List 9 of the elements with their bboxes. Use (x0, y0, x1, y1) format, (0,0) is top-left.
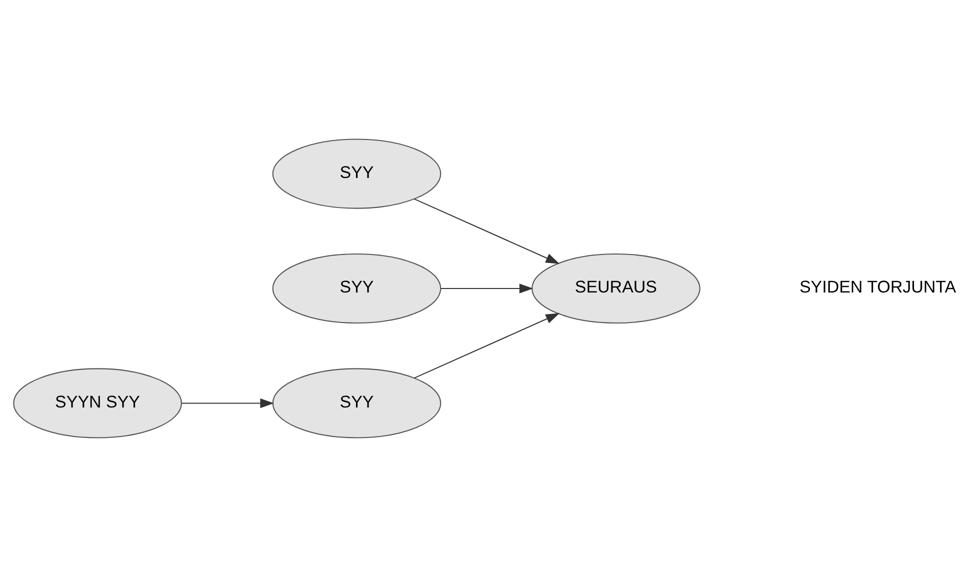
arrow (414, 313, 560, 379)
node-ellipse: SYY (272, 253, 442, 324)
arrow (440, 284, 534, 294)
arrow (182, 398, 274, 408)
arrow (414, 198, 560, 264)
node-ellipse: SYYN SYY (13, 368, 182, 438)
node-ellipse: SYY (272, 368, 442, 438)
node-ellipse: SYY (272, 138, 442, 209)
label: SYIDEN TORJUNTA (799, 278, 956, 297)
